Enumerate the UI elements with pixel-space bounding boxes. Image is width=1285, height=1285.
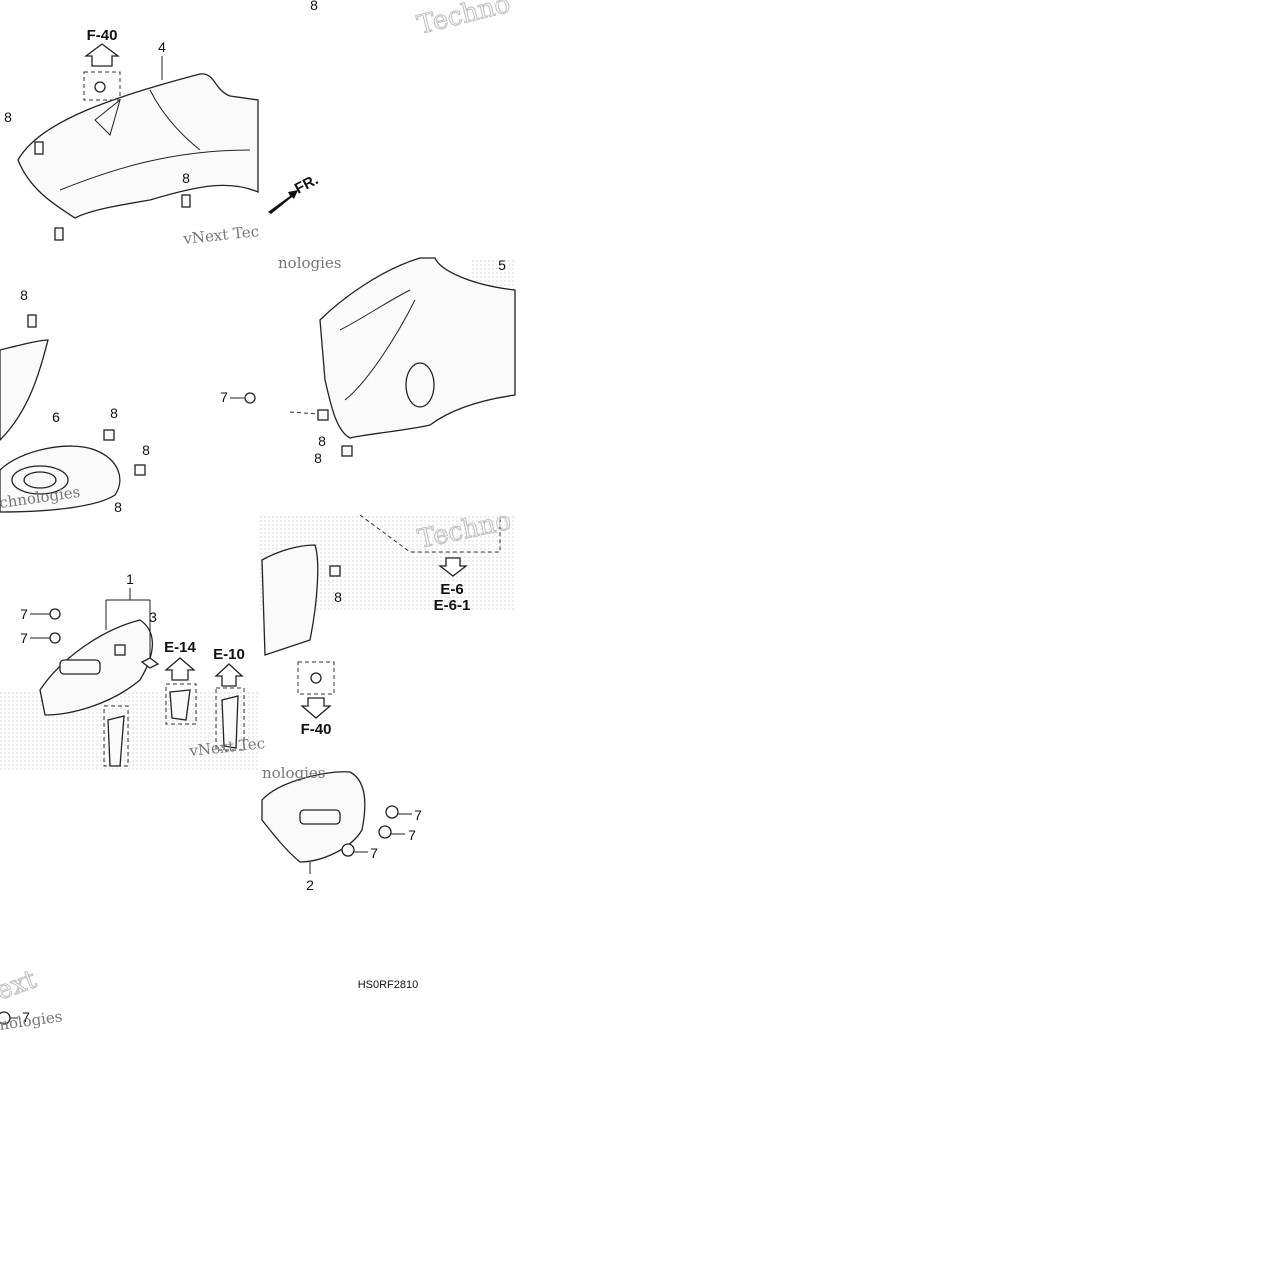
callout-8: 8 bbox=[310, 0, 318, 13]
callout-8: 8 bbox=[314, 450, 322, 466]
callout-1: 1 bbox=[126, 571, 134, 587]
watermark-text: nologies bbox=[0, 1007, 63, 1034]
up-arrow-icon bbox=[214, 663, 244, 687]
callout-7: 7 bbox=[408, 827, 416, 843]
ref-e10: E-10 bbox=[213, 646, 245, 663]
ref-e6: E-6 bbox=[440, 581, 463, 598]
callout-8: 8 bbox=[142, 442, 150, 458]
up-arrow-icon bbox=[164, 657, 196, 681]
callout-2: 2 bbox=[306, 877, 314, 893]
callout-8: 8 bbox=[182, 170, 190, 186]
callout-3: 3 bbox=[149, 609, 157, 625]
watermark-text: nologies bbox=[278, 254, 342, 272]
down-arrow-icon bbox=[438, 557, 468, 577]
tile-top-right: 5 8 8 nologies bbox=[278, 254, 516, 466]
part-4-cover bbox=[17, 73, 259, 219]
tile-middle-left: 8 6 8 8 8 7 chnologies bbox=[0, 287, 256, 515]
watermark-text: Techno bbox=[414, 0, 513, 41]
ref-e14: E-14 bbox=[164, 639, 196, 656]
down-arrow-icon bbox=[300, 697, 332, 719]
callout-8: 8 bbox=[334, 589, 342, 605]
tile-fragment: ext 7 nologies bbox=[0, 964, 63, 1034]
ref-f40-bottom: F-40 bbox=[301, 721, 332, 738]
ref-f40-top: F-40 bbox=[87, 27, 118, 44]
callout-5: 5 bbox=[498, 257, 506, 273]
callout-7: 7 bbox=[220, 389, 228, 405]
front-arrow-icon bbox=[268, 190, 298, 214]
tile-top-left: F-40 4 8 8 8 FR. Techno vNext Tec bbox=[4, 0, 514, 248]
callout-8: 8 bbox=[110, 405, 118, 421]
callout-7: 7 bbox=[20, 630, 28, 646]
watermark-text: ext bbox=[0, 964, 41, 1006]
callout-7: 7 bbox=[22, 1009, 30, 1025]
callout-7: 7 bbox=[370, 845, 378, 861]
up-arrow-icon bbox=[84, 43, 120, 67]
tile-bottom-left: 1 3 7 7 E-14 E-10 vNext Tec bbox=[0, 571, 266, 770]
part-5-cover bbox=[319, 257, 516, 439]
callout-8: 8 bbox=[318, 433, 326, 449]
callout-8: 8 bbox=[20, 287, 28, 303]
watermark-text: nologies bbox=[262, 764, 326, 782]
drawing-code: HS0RF2810 bbox=[358, 979, 419, 991]
ref-e6-1: E-6-1 bbox=[434, 597, 471, 614]
callout-4: 4 bbox=[158, 39, 166, 55]
callout-8: 8 bbox=[114, 499, 122, 515]
callout-6: 6 bbox=[52, 409, 60, 425]
clip-8 bbox=[34, 141, 191, 241]
tile-middle-right: 8 E-6 E-6-1 F-40 Techno bbox=[258, 505, 515, 738]
callout-7: 7 bbox=[414, 807, 422, 823]
callout-7: 7 bbox=[20, 606, 28, 622]
tile-bottom-right: 7 7 7 2 HS0RF2810 nologies bbox=[261, 764, 422, 991]
callout-8: 8 bbox=[4, 109, 12, 125]
watermark-text: vNext Tec bbox=[182, 222, 260, 248]
